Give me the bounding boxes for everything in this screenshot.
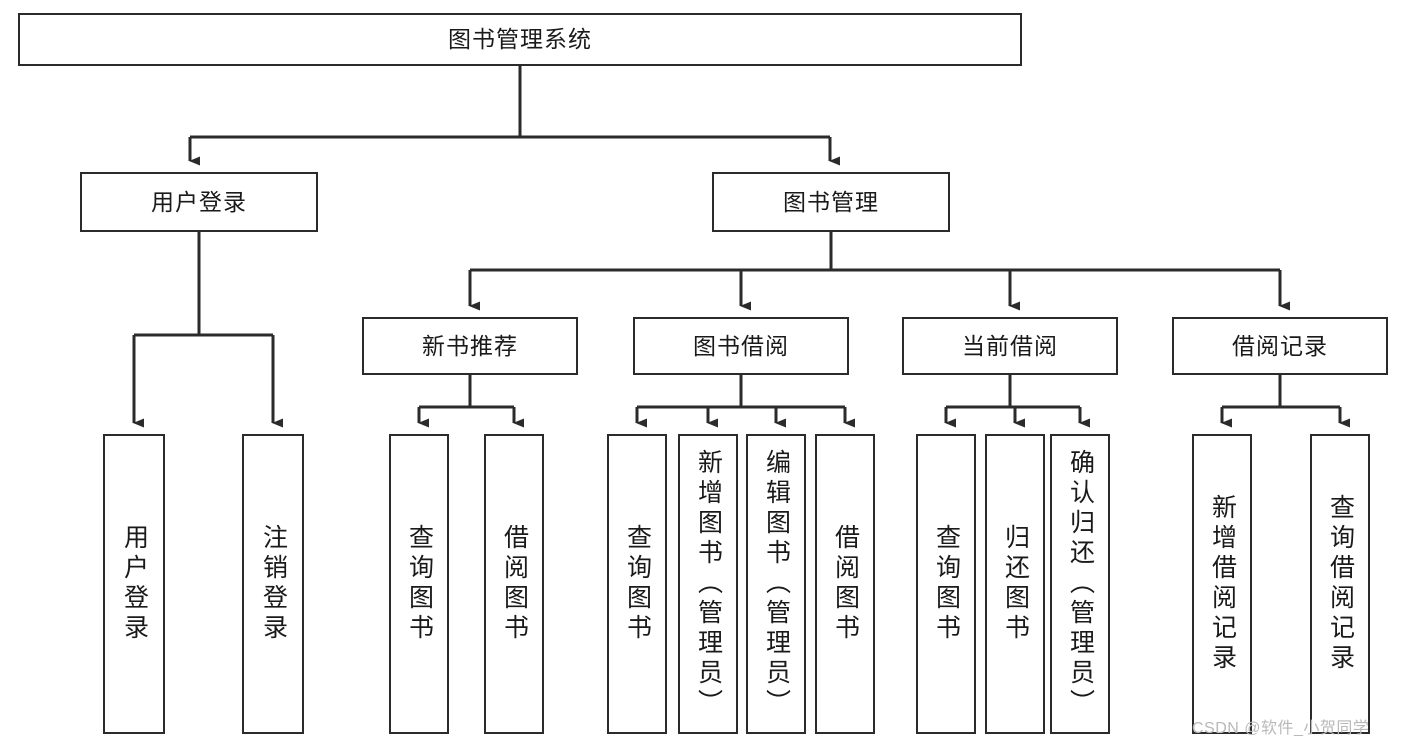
leaf-borrow-book-rec[interactable]: 借阅图书 — [484, 434, 544, 734]
node-label: 借阅记录 — [1232, 332, 1328, 359]
node-label: 图书管理系统 — [448, 26, 592, 53]
leaf-return-book[interactable]: 归还图书 — [985, 434, 1045, 734]
leaf-add-book-admin[interactable]: 新增图书（管理员） — [678, 434, 738, 734]
leaf-user-login[interactable]: 用户登录 — [103, 434, 165, 734]
node-label: 借阅图书 — [831, 524, 860, 644]
node-label: 新增借阅记录 — [1208, 494, 1237, 674]
leaf-add-borrow-record[interactable]: 新增借阅记录 — [1192, 434, 1252, 734]
leaf-query-book-current[interactable]: 查询图书 — [916, 434, 976, 734]
node-label: 确认归还（管理员） — [1066, 449, 1095, 719]
leaf-edit-book-admin[interactable]: 编辑图书（管理员） — [746, 434, 806, 734]
node-borrow-record[interactable]: 借阅记录 — [1172, 317, 1388, 375]
node-label: 查询借阅记录 — [1326, 494, 1355, 674]
leaf-query-book-rec[interactable]: 查询图书 — [389, 434, 449, 734]
node-book-management[interactable]: 图书管理 — [712, 172, 950, 232]
leaf-borrow-book[interactable]: 借阅图书 — [815, 434, 875, 734]
node-label: 查询图书 — [405, 524, 434, 644]
node-label: 图书借阅 — [693, 332, 789, 359]
node-current-borrow[interactable]: 当前借阅 — [902, 317, 1118, 375]
node-root-system[interactable]: 图书管理系统 — [18, 13, 1022, 66]
node-label: 当前借阅 — [962, 332, 1058, 359]
node-label: 用户登录 — [151, 188, 247, 215]
node-label: 编辑图书（管理员） — [762, 449, 791, 719]
node-label: 查询图书 — [932, 524, 961, 644]
leaf-query-book-borrow[interactable]: 查询图书 — [607, 434, 667, 734]
node-user-login[interactable]: 用户登录 — [80, 172, 318, 232]
node-book-borrow[interactable]: 图书借阅 — [633, 317, 849, 375]
node-label: 新书推荐 — [422, 332, 518, 359]
node-label: 用户登录 — [120, 524, 149, 644]
node-label: 归还图书 — [1001, 524, 1030, 644]
node-new-book-recommendation[interactable]: 新书推荐 — [362, 317, 578, 375]
node-label: 借阅图书 — [500, 524, 529, 644]
node-label: 新增图书（管理员） — [694, 449, 723, 719]
leaf-query-borrow-record[interactable]: 查询借阅记录 — [1310, 434, 1370, 734]
node-label: 注销登录 — [259, 524, 288, 644]
node-label: 图书管理 — [783, 188, 879, 215]
leaf-logout[interactable]: 注销登录 — [242, 434, 304, 734]
node-label: 查询图书 — [623, 524, 652, 644]
leaf-confirm-return-admin[interactable]: 确认归还（管理员） — [1050, 434, 1110, 734]
